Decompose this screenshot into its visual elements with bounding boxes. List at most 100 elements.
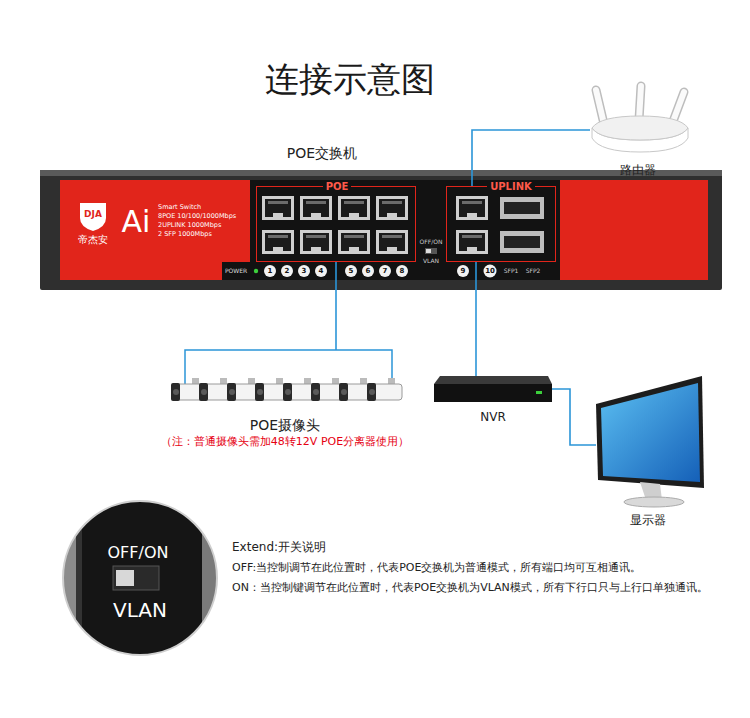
connector-line bbox=[552, 389, 596, 445]
monitor-bezel bbox=[596, 376, 704, 488]
sfp-port bbox=[500, 197, 544, 219]
panel-label: SFP2 bbox=[526, 267, 541, 274]
sfp-port bbox=[500, 231, 544, 253]
poe-port bbox=[300, 196, 332, 220]
inset-photo bbox=[62, 500, 218, 656]
slide-switch bbox=[113, 566, 159, 590]
port-panel bbox=[250, 180, 560, 280]
number-circle bbox=[264, 265, 276, 277]
number-circle bbox=[457, 265, 469, 277]
slide-knob bbox=[116, 570, 134, 586]
camera-wire bbox=[185, 350, 392, 384]
logo-shield bbox=[80, 203, 106, 231]
poe-port bbox=[376, 230, 408, 254]
logo-mark: DJA bbox=[84, 209, 102, 220]
group-heading: UPLINK bbox=[487, 181, 535, 193]
housing-top bbox=[40, 170, 722, 176]
port-number: 2 bbox=[285, 267, 290, 275]
monitor-box: 显示器 bbox=[596, 372, 708, 530]
inset-edge bbox=[202, 500, 218, 656]
inset-border bbox=[63, 501, 217, 655]
monitor-screen bbox=[601, 383, 700, 482]
panel-label: POWER bbox=[225, 267, 247, 274]
antenna bbox=[596, 90, 604, 124]
switch-housing bbox=[40, 170, 722, 290]
connector-line bbox=[472, 130, 590, 186]
inset-shadow bbox=[76, 500, 82, 656]
note-text: ON：当控制键调节在此位置时，代表POE交换机为VLAN模式，所有下行口只与上行… bbox=[232, 581, 708, 594]
brand-mark: Ai bbox=[122, 204, 151, 240]
port-number: 7 bbox=[383, 267, 388, 275]
number-circle bbox=[345, 265, 357, 277]
number-circle bbox=[281, 265, 293, 277]
device-label: POE摄像头 bbox=[250, 417, 320, 434]
spec-line: Smart Switch bbox=[158, 204, 201, 212]
device-heading: POE交换机 bbox=[287, 145, 357, 162]
front-panel bbox=[60, 180, 708, 280]
vlan-switch bbox=[425, 248, 437, 254]
port-number: 5 bbox=[349, 267, 354, 275]
camera-group: POE摄像头（注：普通摄像头需加48转12V POE分离器使用） bbox=[160, 350, 410, 452]
uplink-port bbox=[456, 196, 488, 220]
note-text: OFF:当控制调节在此位置时，代表POE交换机为普通模式，所有端口均可互相通讯。 bbox=[232, 561, 641, 574]
nvr-box: NVR bbox=[434, 376, 552, 428]
antenna bbox=[639, 86, 641, 120]
connector-line bbox=[335, 262, 337, 350]
spec-line: 8POE 10/100/1000Mbps bbox=[158, 213, 236, 221]
vlan-knob bbox=[426, 249, 431, 253]
port-number: 10 bbox=[485, 267, 495, 275]
port-number: 6 bbox=[366, 267, 371, 275]
number-circle bbox=[484, 265, 497, 278]
port-number: 9 bbox=[461, 267, 466, 275]
poe-port bbox=[300, 230, 332, 254]
port-number: 1 bbox=[268, 267, 273, 275]
inset-outline bbox=[62, 500, 218, 656]
note-heading: Extend:开关说明 bbox=[232, 540, 326, 554]
poe-port bbox=[338, 196, 370, 220]
antenna bbox=[596, 90, 604, 124]
poe-port bbox=[376, 196, 408, 220]
inset-ground bbox=[62, 500, 218, 656]
inset-edge bbox=[62, 500, 76, 656]
number-circle bbox=[379, 265, 391, 277]
port-number: 3 bbox=[302, 267, 307, 275]
number-circle bbox=[396, 265, 408, 277]
antenna bbox=[639, 86, 641, 120]
switch-label: OFF/ON bbox=[108, 543, 169, 562]
nvr-led bbox=[536, 391, 542, 394]
note-text: （注：普通摄像头需加48转12V POE分离器使用） bbox=[161, 435, 409, 448]
inset-box: OFF/ONVLAN bbox=[62, 500, 218, 656]
monitor-base bbox=[624, 497, 684, 507]
switch-box: POEUPLINKPOE交换机DJA帝杰安AiSmart Switch8POE … bbox=[40, 170, 722, 290]
poe-port bbox=[338, 230, 370, 254]
port-number: 4 bbox=[319, 267, 324, 275]
camera-icon bbox=[367, 378, 402, 401]
port-group: UPLINK bbox=[446, 186, 556, 262]
number-circle bbox=[315, 265, 327, 277]
device-label: NVR bbox=[480, 410, 506, 424]
poe-port bbox=[262, 196, 294, 220]
port-number: 8 bbox=[400, 267, 405, 275]
poe-port bbox=[262, 230, 294, 254]
power-led bbox=[254, 269, 258, 273]
number-circle bbox=[362, 265, 374, 277]
device-label: 路由器 bbox=[620, 163, 656, 177]
panel-label: OFF/ON bbox=[420, 238, 443, 245]
group-heading: POE bbox=[323, 181, 352, 193]
panel-label: VLAN bbox=[423, 257, 439, 264]
power-strip bbox=[222, 262, 252, 280]
nvr-front bbox=[434, 384, 552, 402]
router-top bbox=[592, 116, 688, 140]
panel-label: SFP1 bbox=[504, 267, 519, 274]
device-label: 显示器 bbox=[630, 513, 666, 527]
router-box: 路由器 bbox=[590, 84, 692, 180]
port-group: POE bbox=[256, 186, 416, 262]
nvr-top bbox=[434, 376, 552, 384]
spec-line: 2 SFP 1000Mbps bbox=[158, 231, 212, 239]
number-circle bbox=[298, 265, 310, 277]
connector-line bbox=[475, 262, 477, 376]
page-title: 连接示意图 bbox=[265, 59, 435, 100]
spec-line: 2UPLINK 1000Mbps bbox=[158, 222, 221, 230]
uplink-port bbox=[456, 230, 488, 254]
